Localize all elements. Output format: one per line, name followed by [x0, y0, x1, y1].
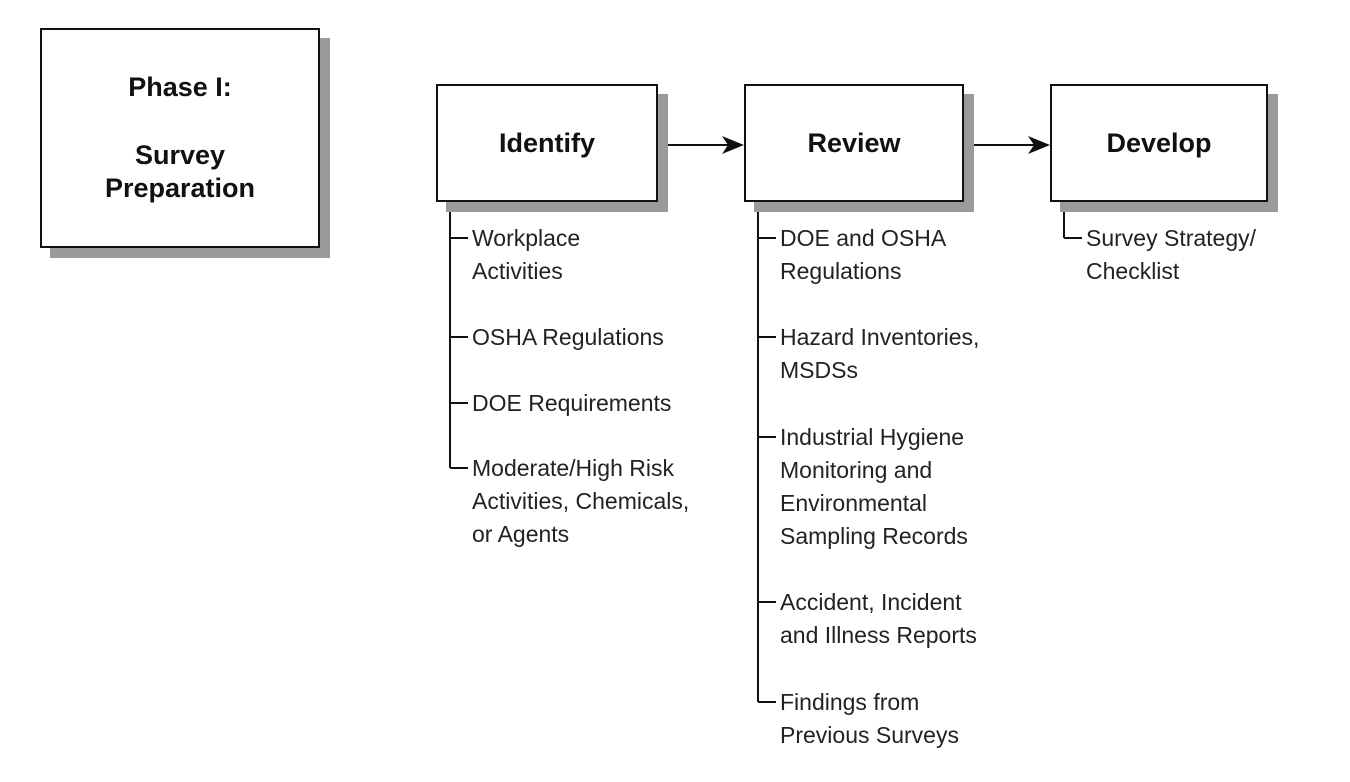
phase-box: Phase I: Survey Preparation	[40, 28, 320, 248]
identify-item-workplace-activities: Workplace Activities	[472, 225, 581, 284]
step-identify-box: Identify	[436, 84, 658, 202]
step-review-label: Review	[807, 127, 901, 158]
review-item-previous-findings: Findings from Previous Surveys	[780, 689, 959, 748]
review-item-hazard-inventories: Hazard Inventories, MSDSs	[780, 324, 980, 383]
identify-item-doe-requirements: DOE Requirements	[472, 390, 672, 416]
identify-item-high-risk-activities: Moderate/High Risk Activities, Chemicals…	[472, 455, 690, 547]
arrowhead-review	[722, 136, 744, 154]
step-review-box: Review	[744, 84, 964, 202]
review-item-monitoring-records: Industrial Hygiene Monitoring and Enviro…	[780, 424, 968, 549]
review-item-doe-osha-regulations: DOE and OSHA Regulations	[780, 225, 947, 284]
develop-item-survey-strategy: Survey Strategy/ Checklist	[1086, 225, 1257, 284]
identify-item-osha-regulations: OSHA Regulations	[472, 324, 664, 350]
phase-subtitle: Survey Preparation	[104, 139, 256, 203]
step-develop-label: Develop	[1106, 127, 1212, 158]
review-item-accident-reports: Accident, Incident and Illness Reports	[780, 589, 977, 648]
step-identify-label: Identify	[498, 127, 595, 158]
arrowhead-develop	[1028, 136, 1050, 154]
step-develop-box: Develop	[1050, 84, 1268, 202]
phase-title: Phase I:	[128, 71, 232, 102]
